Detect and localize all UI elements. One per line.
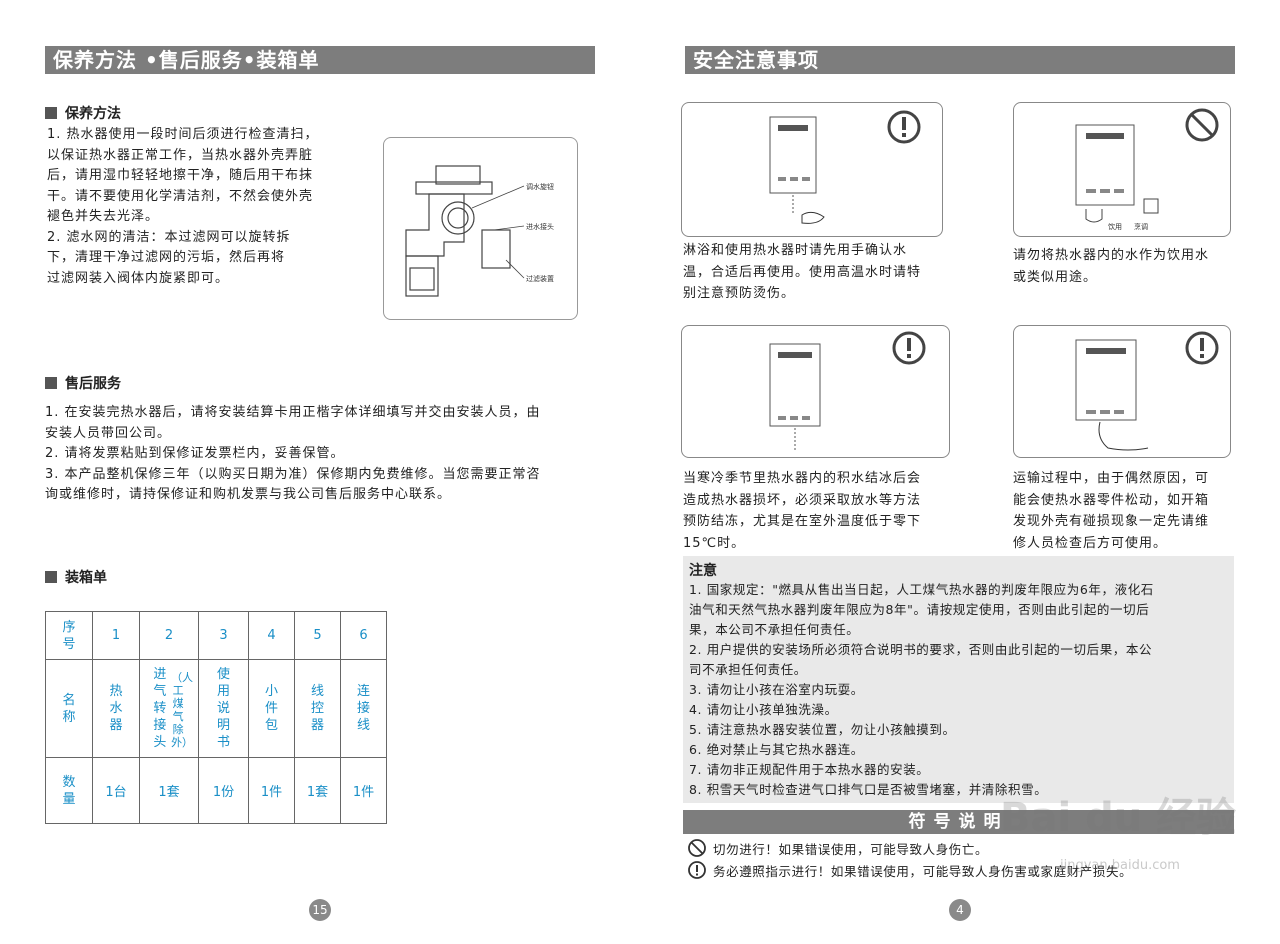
list-item: 8. 积雪天气时检查进气口排气口是否被雪堵塞，并清除积雪。 — [689, 782, 1048, 797]
right-page-title: 安全注意事项 — [685, 46, 1235, 74]
prohibit-icon — [1185, 108, 1219, 142]
square-bullet-icon — [45, 571, 57, 583]
warning-icon — [887, 110, 921, 144]
caption-freezing: 当寒冷季节里热水器内的积水结冰后会 造成热水器损坏，必须采取放水等方法 预防结冻… — [683, 471, 922, 551]
warning-icon — [1185, 331, 1219, 365]
list-item: 2. 用户提供的安装场所必须符合说明书的要求，否则由此引起的一切后果，本公 — [689, 642, 1153, 657]
square-bullet-icon — [45, 377, 57, 389]
packing-heading: 装箱单 — [45, 567, 107, 587]
notes-list: 1. 国家规定："燃具从售出当日起，人工煤气热水器的判废年限应为6年，液化石 油… — [689, 580, 1154, 800]
symbols-heading: 符号说明 — [683, 810, 1234, 834]
list-item: 7. 请勿非正规配件用于本热水器的安装。 — [689, 762, 930, 777]
table-row: 数量 1台 1套 1份 1件 1套 1件 — [45, 757, 387, 824]
valve-illustration: 调水旋钮 进水接头 过滤装置 — [405, 165, 554, 297]
label-cooking: 烹调 — [1134, 222, 1148, 231]
maintenance-heading: 保养方法 — [45, 103, 121, 123]
valve-diagram: 调水旋钮 进水接头 过滤装置 — [383, 137, 578, 320]
table-row: 名称 热水器 进气转接头 （人工煤气除外） 使用说明书 小件包 线控器 连接线 — [45, 659, 387, 758]
caption-transport: 运输过程中，由于偶然原因，可 能会使热水器零件松动，如开箱 发现外壳有碰损现象一… — [1013, 471, 1210, 551]
caption-drinking: 请勿将热水器内的水作为饮用水 或类似用途。 — [1013, 248, 1210, 285]
service-heading: 售后服务 — [45, 373, 121, 393]
baidu-watermark-url: jingyan.baidu.com — [1060, 858, 1180, 873]
label-inlet: 进水接头 — [526, 222, 554, 231]
illustration-card-freezing — [681, 325, 950, 458]
baidu-watermark-logo: Bai du 经验 — [1000, 795, 1237, 841]
packing-table: 序号 1 2 3 4 5 6 名称 热水器 进气转接头 （人工煤气除外） 使用说… — [45, 611, 387, 824]
list-item: 4. 请勿让小孩单独洗澡。 — [689, 702, 838, 717]
notes-heading: 注意 — [689, 563, 717, 579]
list-item: 司不承担任何责任。 — [689, 662, 807, 677]
illustration-card-shower — [681, 102, 943, 237]
left-page-number: 15 — [309, 899, 331, 921]
prohibit-icon — [688, 839, 706, 857]
symbol-prohibit-row: 切勿进行！如果错误使用，可能导致人身伤亡。 — [687, 838, 988, 858]
label-filter: 过滤装置 — [526, 274, 554, 283]
notes-panel: 注意 1. 国家规定："燃具从售出当日起，人工煤气热水器的判废年限应为6年，液化… — [683, 556, 1234, 803]
list-item: 1. 国家规定："燃具从售出当日起，人工煤气热水器的判废年限应为6年，液化石 — [689, 582, 1154, 597]
warning-icon — [892, 331, 926, 365]
maintenance-text: 1. 热水器使用一段时间后须进行检查清扫， 以保证热水器正常工作，当热水器外壳弄… — [47, 127, 319, 286]
service-text: 1. 在安装完热水器后，请将安装结算卡用正楷字体详细填写并交由安装人员，由 安装… — [45, 405, 541, 502]
symbol-warning-row: 务必遵照指示进行！如果错误使用，可能导致人身伤害或家庭财产损失。 — [687, 860, 1132, 880]
list-item: 3. 请勿让小孩在浴室内玩耍。 — [689, 682, 864, 697]
left-page-title: 保养方法 •售后服务•装箱单 — [45, 46, 595, 74]
list-item: 6. 绝对禁止与其它热水器连。 — [689, 742, 864, 757]
warning-icon — [688, 861, 706, 879]
illustration-card-drinking: 饮用 烹调 — [1013, 102, 1231, 237]
list-item: 油气和天然气热水器判废年限应为8年"。请按规定使用，否则由此引起的一切后 — [689, 602, 1150, 617]
square-bullet-icon — [45, 107, 57, 119]
illustration-card-transport — [1013, 325, 1231, 458]
right-page-number: 4 — [949, 899, 971, 921]
table-row: 序号 1 2 3 4 5 6 — [45, 611, 387, 660]
caption-shower: 淋浴和使用热水器时请先用手确认水 温，合适后再使用。使用高温水时请特 别注意预防… — [683, 243, 922, 301]
list-item: 果，本公司不承担任何责任。 — [689, 622, 860, 637]
label-drinking: 饮用 — [1108, 222, 1122, 231]
label-knob: 调水旋钮 — [526, 182, 554, 191]
list-item: 5. 请注意热水器安装位置，勿让小孩触摸到。 — [689, 722, 956, 737]
